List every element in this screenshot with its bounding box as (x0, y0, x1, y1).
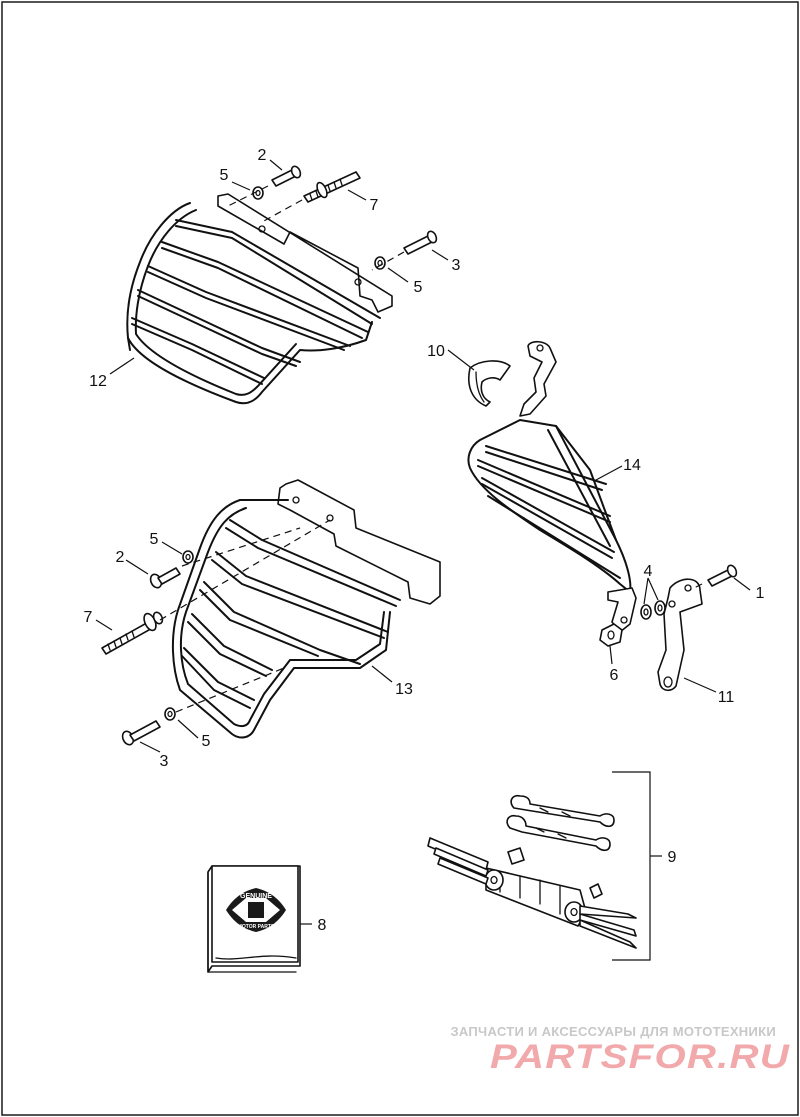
part-7-stud-lower (101, 611, 164, 655)
part-3-screw-lower (121, 720, 161, 746)
callout-2-upper: 2 (258, 147, 267, 164)
part-11-mount-bracket (657, 578, 703, 692)
part-5-washer-lower-b (164, 707, 176, 721)
part-3-screw-upper (403, 230, 438, 255)
callout-9: 9 (668, 849, 677, 866)
part-14-bag-guard-right (467, 340, 637, 633)
callout-1: 1 (756, 585, 765, 602)
part-6-nut (599, 623, 623, 647)
callout-14: 14 (623, 457, 641, 474)
callout-7-upper: 7 (370, 197, 379, 214)
callout-10: 10 (427, 343, 445, 360)
callout-11: 11 (718, 689, 735, 706)
part-5-washer-lower-a (182, 550, 194, 564)
part-13-bag-guard-lower (171, 479, 441, 739)
part-1-screw (707, 564, 738, 587)
callout-5-lower-right: 5 (202, 733, 211, 750)
callout-13: 13 (395, 681, 413, 698)
callout-5-upper-left: 5 (220, 167, 229, 184)
leader-lines (95, 159, 751, 925)
callout-12: 12 (89, 373, 107, 390)
watermark: ЗАПЧАСТИ И АКСЕССУАРЫ ДЛЯ МОТОТЕХНИКИ PA… (450, 1024, 791, 1076)
callout-6: 6 (610, 667, 619, 684)
part-8-owners-manual: GENUINE MOTOR PARTS (207, 865, 301, 973)
watermark-logo: PARTSFOR.RU (490, 1038, 791, 1076)
part-9-tool-kit (427, 794, 637, 949)
book-brand-bottom: MOTOR PARTS (238, 924, 275, 930)
part-12-bag-guard-upper (126, 193, 393, 405)
part-2-screw-lower (149, 567, 181, 589)
part-4-washer-a (640, 604, 652, 620)
part-5-washer-upper-b (374, 256, 386, 270)
callout-4: 4 (644, 563, 653, 580)
watermark-tagline: ЗАПЧАСТИ И АКСЕССУАРЫ ДЛЯ МОТОТЕХНИКИ (450, 1024, 776, 1039)
callout-3-upper: 3 (452, 257, 461, 274)
callout-3-lower: 3 (160, 753, 169, 770)
part-10-clamp (468, 360, 511, 407)
book-brand-top: GENUINE (240, 893, 272, 900)
part-2-screw-upper (271, 165, 302, 187)
callout-2-lower: 2 (116, 549, 125, 566)
part-7-stud-upper (303, 171, 361, 203)
callout-7-lower: 7 (84, 609, 93, 626)
callout-8: 8 (318, 917, 327, 934)
callout-5-upper-right: 5 (414, 279, 423, 296)
callout-5-lower-left: 5 (150, 531, 159, 548)
part-9-bracket (612, 771, 651, 961)
